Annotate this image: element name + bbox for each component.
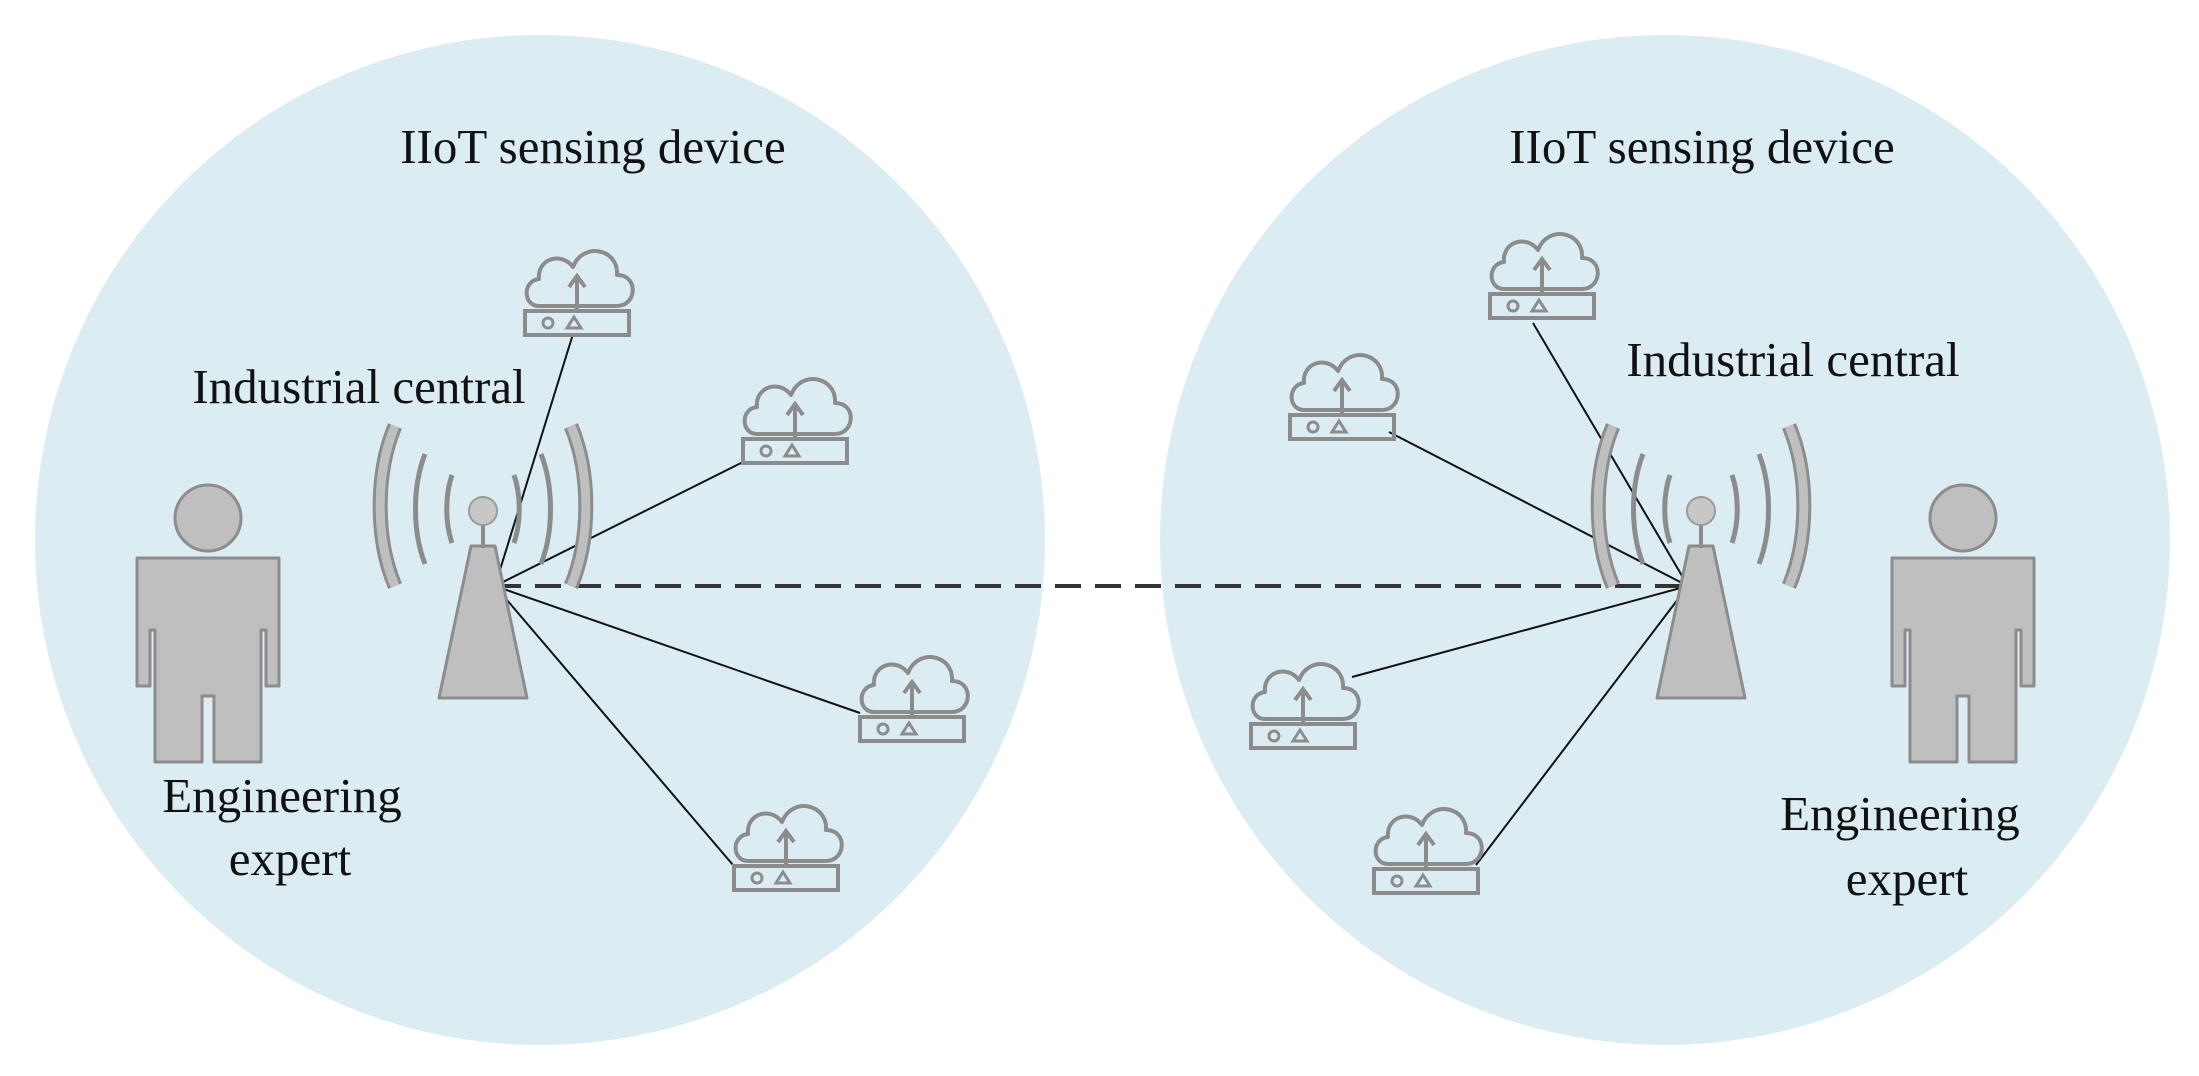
right-expert-label-line2: expert (1846, 851, 1969, 906)
right-expert-label-line1: Engineering (1780, 786, 2019, 841)
left-cluster-area (35, 35, 1045, 1045)
right-cluster-area (1160, 35, 2170, 1045)
left-expert-label-line2: expert (229, 831, 352, 886)
left-expert-label-line1: Engineering (162, 768, 401, 823)
left-device-links (494, 333, 861, 866)
right-devices-label: IIoT sensing device (1509, 119, 1895, 174)
right-central-label: Industrial central (1626, 332, 1959, 387)
left-devices-label: IIoT sensing device (400, 119, 786, 174)
left-central-label: Industrial central (192, 359, 525, 414)
